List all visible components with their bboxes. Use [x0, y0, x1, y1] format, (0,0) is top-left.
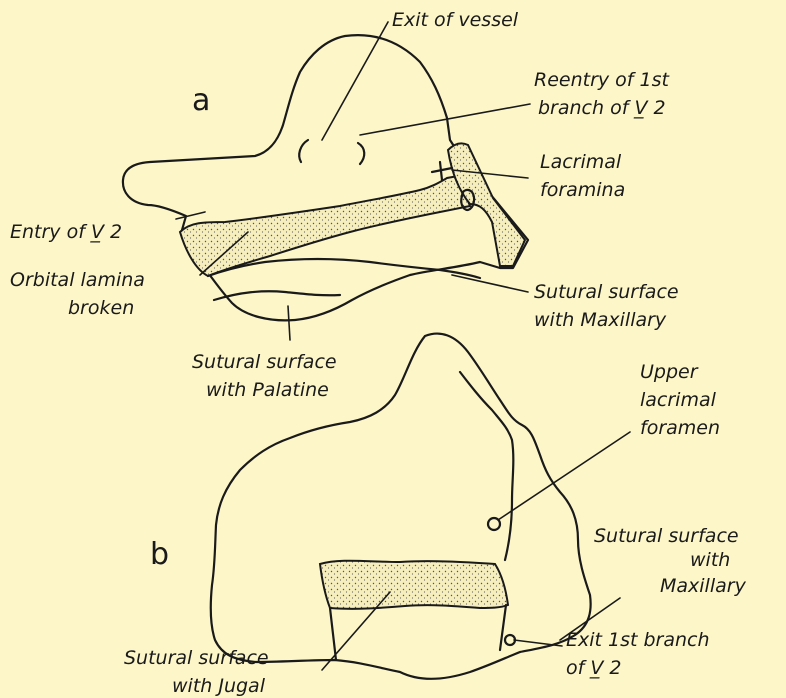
label-upper-line2: lacrimal: [640, 389, 717, 411]
leader-upper-lacrimal: [498, 432, 630, 520]
jugal-lower-edge: [330, 605, 506, 660]
label-sutural-pal-line2: with Palatine: [206, 379, 329, 401]
label-upper-line3: foramen: [640, 417, 720, 439]
label-exit-branch-line1: Exit 1st branch: [566, 629, 710, 651]
label-lacrimal-line1: Lacrimal: [540, 151, 622, 173]
label-lacrimal-line2: foramina: [540, 179, 625, 201]
panel-a-letter: a: [192, 83, 210, 118]
inner-contour-b: [460, 372, 513, 560]
label-exit-branch-line2: of V̲ 2: [566, 657, 621, 679]
label-orbital-line1: Orbital lamina: [10, 269, 145, 291]
label-exit-of-vessel: Exit of vessel: [392, 9, 519, 31]
exit-vessel-mark: [299, 140, 308, 162]
label-orbital-line2: broken: [68, 297, 134, 319]
orbital-lamina-band: [180, 176, 470, 276]
label-reentry-line2: branch of V̲ 2: [538, 97, 666, 119]
label-sutural-max-b-line1: Sutural surface: [594, 525, 739, 547]
inner-lower-contour: [214, 291, 340, 300]
label-upper-line1: Upper: [640, 361, 699, 383]
jugal-surface-stipple: [320, 561, 508, 609]
panel-b-letter: b: [150, 537, 169, 572]
label-sutural-max-a-line1: Sutural surface: [534, 281, 679, 303]
panel-a-drawing: [123, 22, 530, 340]
label-sutural-jugal-line1: Sutural surface: [124, 647, 269, 669]
label-sutural-pal-line1: Sutural surface: [192, 351, 337, 373]
label-sutural-max-b-line2: with: [690, 549, 730, 571]
label-sutural-jugal-line2: with Jugal: [172, 675, 266, 697]
leader-sutural-pal: [288, 306, 290, 340]
label-sutural-max-a-line2: with Maxillary: [534, 309, 667, 331]
label-reentry-line1: Reentry of 1st: [534, 69, 671, 91]
label-sutural-max-b-line3: Maxillary: [660, 575, 747, 597]
leader-sutural-max-a: [452, 275, 528, 292]
leader-exit-branch: [514, 640, 562, 646]
reentry-mark: [358, 143, 364, 164]
label-entry-v2: Entry of V̲ 2: [10, 221, 122, 243]
